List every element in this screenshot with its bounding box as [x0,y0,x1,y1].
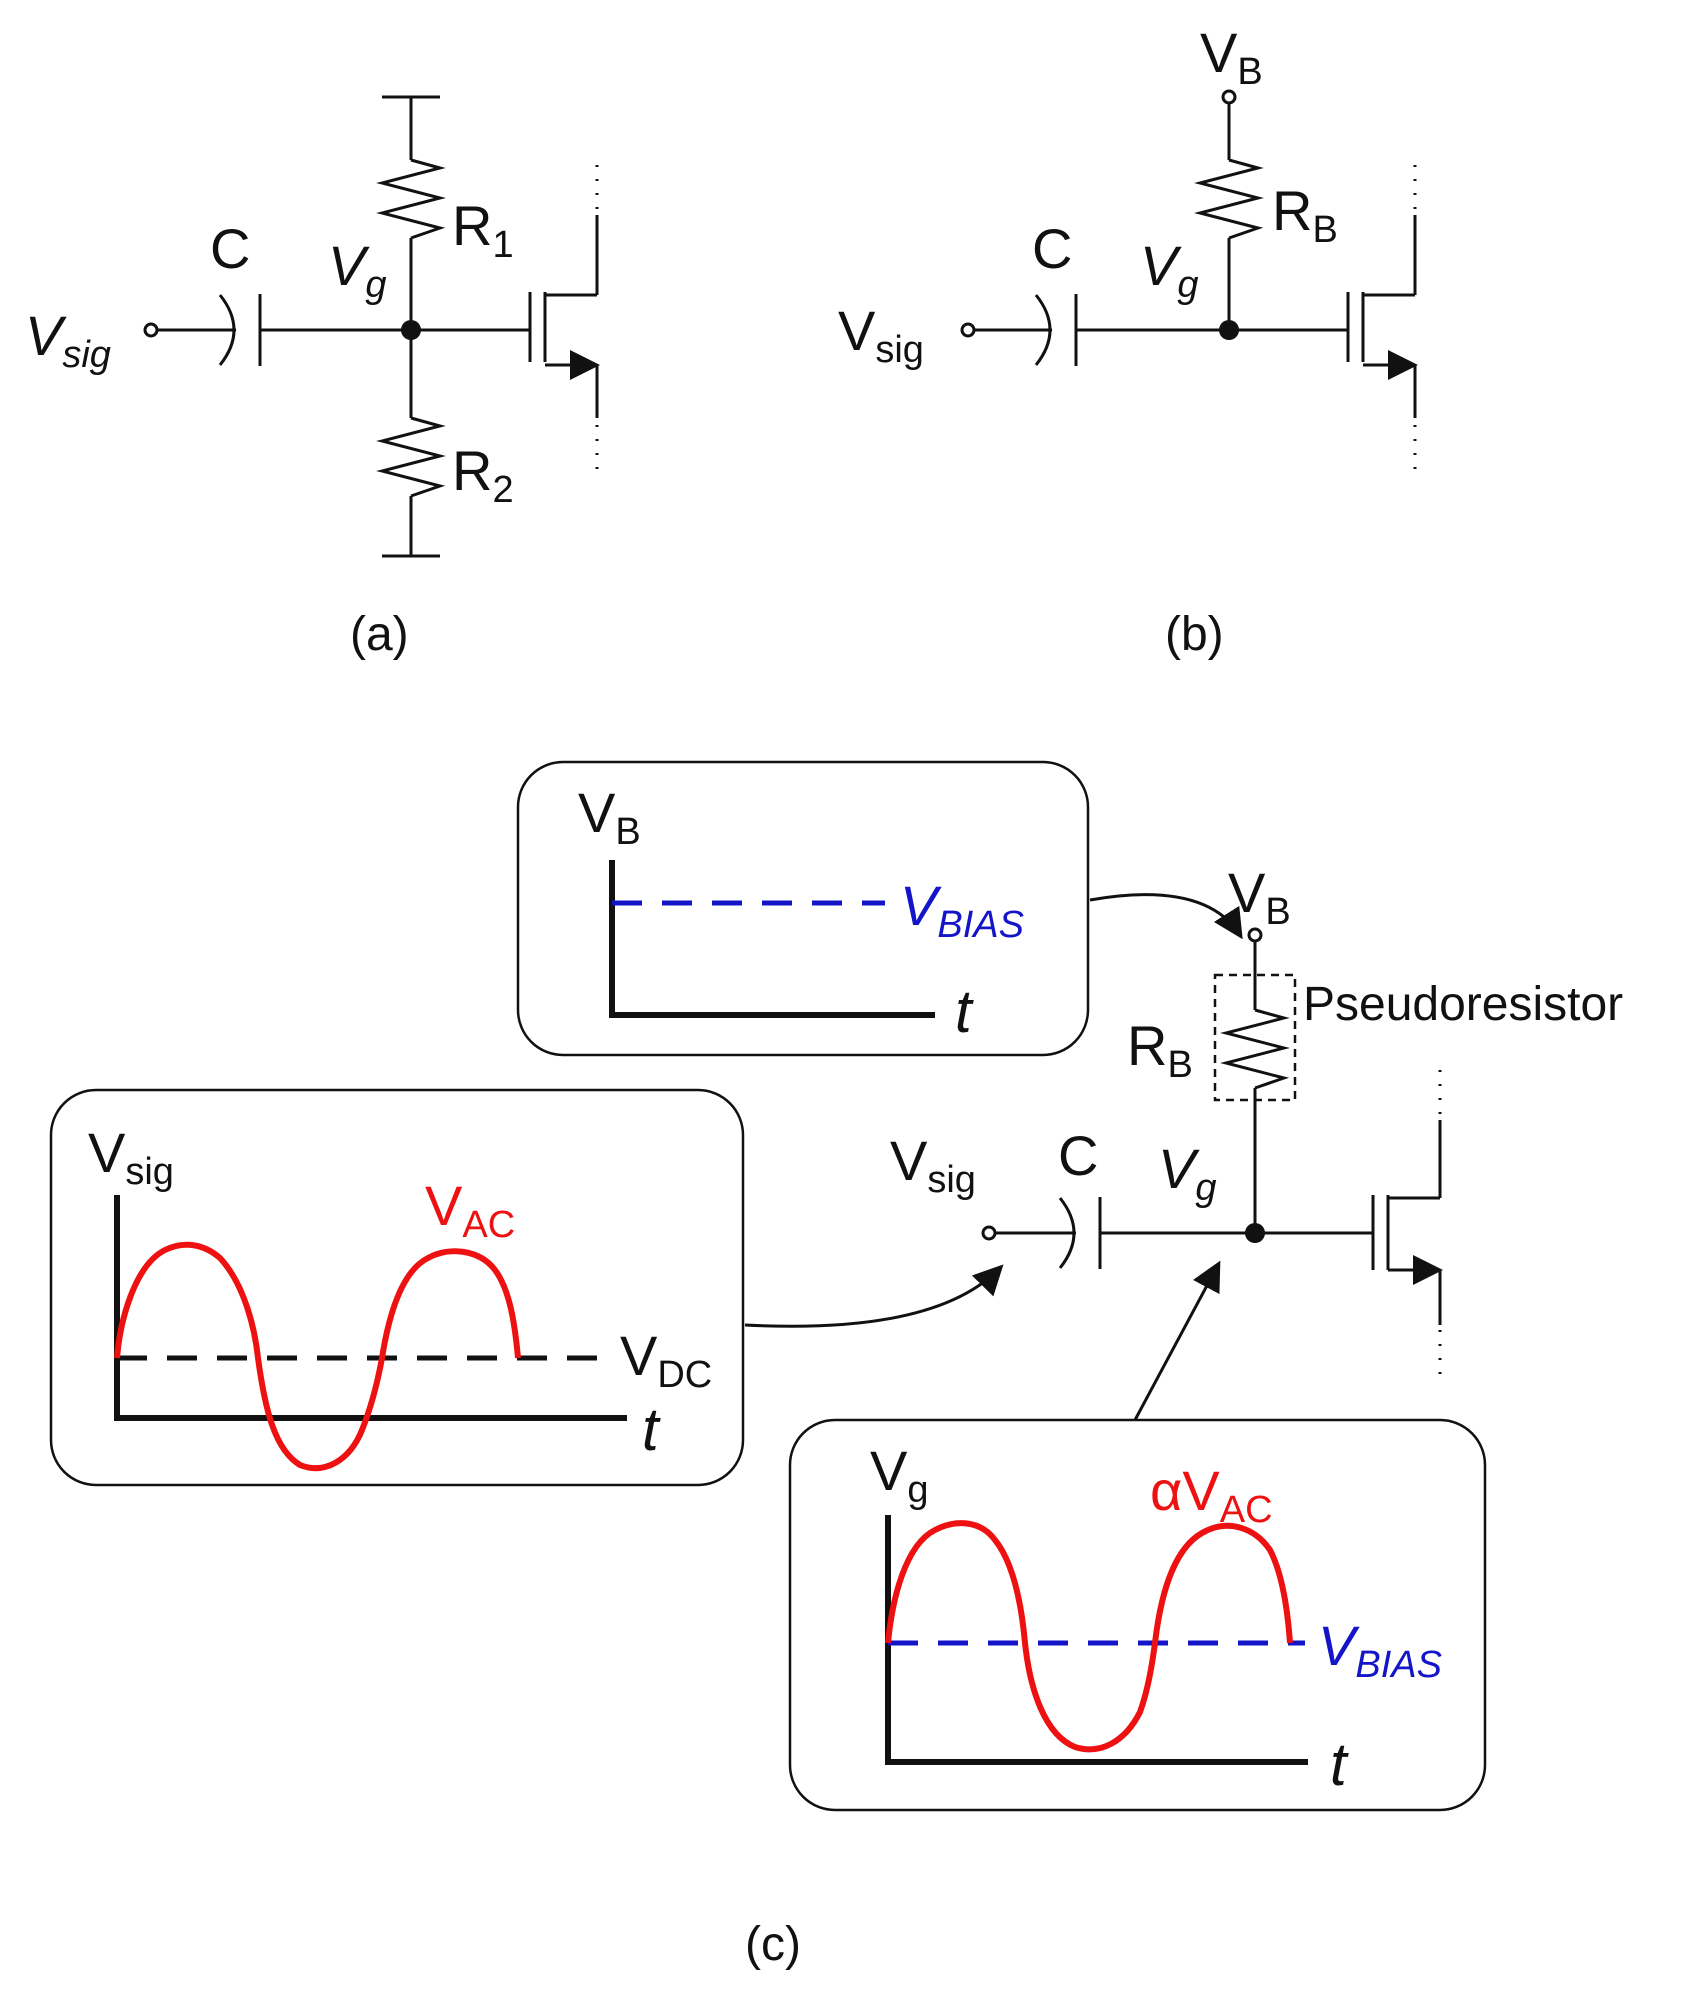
vsig-label: Vsig [25,304,111,376]
vg-axes [885,1515,1308,1765]
vsig-terminal [981,1225,997,1241]
alpha-vac-label: αVAC [1150,1459,1273,1531]
vg-label: Vg [1140,234,1199,306]
vg-axis-label: Vg [870,1439,929,1511]
pseudoresistor-label: Pseudoresistor [1303,978,1623,1031]
resistor-rb [1194,158,1264,240]
r2-label: R2 [452,439,514,511]
vb-terminal [1247,927,1263,943]
vb-waveform-box: VB VBIAS t [516,760,1090,1057]
vdc-label: VDC [620,1324,712,1396]
capacitor-c-curved-plate [218,294,236,366]
panel-b: VB RB C Vg Vsig (b) [838,21,1418,661]
capacitor-c-curved-plate [1034,294,1052,366]
t-axis-label: t [642,1396,661,1463]
vac-waveform [114,1241,521,1472]
caption-a: (a) [350,608,409,661]
arrow-vg-to-node [1133,1260,1221,1421]
vb-axis-label: VB [578,781,641,853]
panel-b-wires [960,89,1418,470]
panel-c: VB Pseudoresistor RB Vsig C Vg VB VBIAS … [49,760,1623,1971]
resistor-r1 [376,158,446,240]
transistor-c [1371,1070,1443,1375]
vbias-label: VBIAS [900,874,1024,946]
vsig-terminal [143,322,159,338]
arrow-vb-to-terminal [1089,893,1243,940]
r1-label: R1 [452,194,514,266]
vb-label: VB [1200,21,1263,93]
capacitor-label: C [210,217,250,280]
vac-label: VAC [425,1174,515,1246]
caption-b: (b) [1165,608,1224,661]
caption-c: (c) [745,1918,801,1971]
vsig-axis-label: Vsig [88,1121,174,1193]
vb-label: VB [1228,861,1291,933]
transistor-b [1346,165,1418,470]
capacitor-label: C [1032,217,1072,280]
rb-label: RB [1127,1014,1193,1086]
vsig-label: Vsig [838,299,924,371]
capacitor-label: C [1058,1124,1098,1187]
vsig-waveform-box: Vsig VAC VDC t [49,1088,745,1487]
resistor-rb [1220,1008,1290,1090]
vsig-label: Vsig [890,1129,976,1201]
arrow-vsig-to-terminal [744,1264,1004,1328]
panel-a: C R1 R2 Vg Vsig (a) [25,95,600,661]
vg-label: Vg [1158,1137,1217,1209]
vsig-axes [114,1195,627,1421]
transistor-a [528,165,600,470]
vb-terminal [1221,89,1237,105]
vsig-terminal [960,322,976,338]
capacitor-c-curved-plate [1058,1197,1076,1269]
panel-c-circuit [981,927,1443,1375]
t-axis-label: t [955,978,974,1045]
rb-label: RB [1272,179,1338,251]
resistor-r2 [376,416,446,498]
t-axis-label: t [1330,1731,1349,1798]
vbias-label: VBIAS [1318,1614,1442,1686]
alpha-vac-waveform [885,1520,1293,1753]
vb-axes [609,860,935,1018]
vg-label: Vg [328,234,387,306]
panel-a-wires [143,95,600,558]
vg-waveform-box: Vg αVAC VBIAS t [788,1418,1487,1812]
